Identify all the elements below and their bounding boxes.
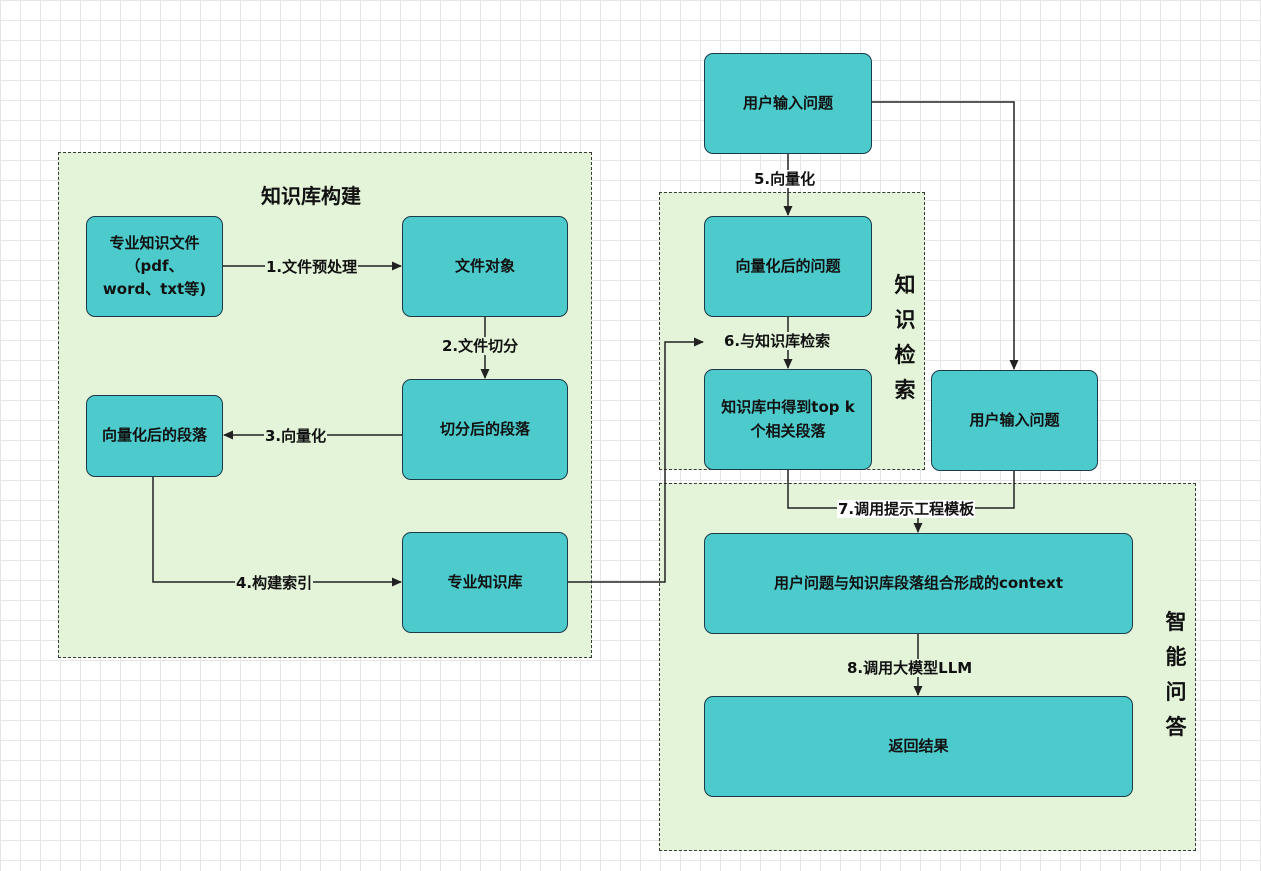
edge-8-label: 8.调用大模型LLM bbox=[846, 659, 974, 677]
node-vectorized-paragraphs[interactable]: 向量化后的段落 bbox=[86, 395, 223, 477]
edge-5-label: 5.向量化 bbox=[753, 170, 817, 188]
node-context[interactable]: 用户问题与知识库段落组合形成的context bbox=[704, 533, 1133, 634]
edge-1-label: 1.文件预处理 bbox=[265, 258, 359, 276]
node-user-input-right[interactable]: 用户输入问题 bbox=[931, 370, 1098, 471]
node-result[interactable]: 返回结果 bbox=[704, 696, 1133, 797]
node-user-input-top[interactable]: 用户输入问题 bbox=[704, 53, 872, 154]
edge-4-label: 4.构建索引 bbox=[235, 574, 314, 592]
node-topk-paragraphs[interactable]: 知识库中得到top k 个相关段落 bbox=[704, 369, 872, 470]
node-split-paragraphs[interactable]: 切分后的段落 bbox=[402, 379, 568, 480]
node-file-object[interactable]: 文件对象 bbox=[402, 216, 568, 317]
edge-6-label: 6.与知识库检索 bbox=[723, 332, 832, 350]
group-title-kb-search: 知识检索 bbox=[894, 273, 916, 402]
edge-3-label: 3.向量化 bbox=[264, 427, 328, 445]
edge-2-label: 2.文件切分 bbox=[441, 337, 520, 355]
node-pro-kb[interactable]: 专业知识库 bbox=[402, 532, 568, 633]
node-vectorized-question[interactable]: 向量化后的问题 bbox=[704, 216, 872, 317]
group-title-kb-build: 知识库构建 bbox=[261, 184, 361, 208]
node-pro-files[interactable]: 专业知识文件 （pdf、 word、txt等) bbox=[86, 216, 223, 317]
edge-7-label: 7.调用提示工程模板 bbox=[837, 500, 976, 518]
group-title-qa: 智能问答 bbox=[1165, 610, 1187, 739]
